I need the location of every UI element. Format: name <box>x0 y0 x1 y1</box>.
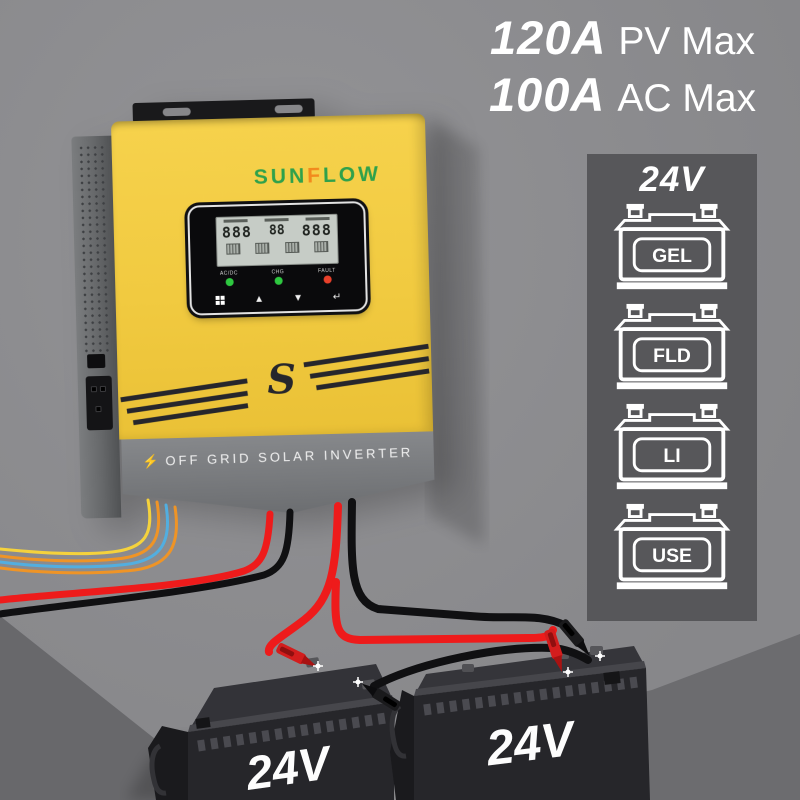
clip-black-battery1 <box>361 683 401 711</box>
battery2-terminal-mid <box>462 664 474 672</box>
led-fault: FAULT <box>311 268 343 285</box>
ac-max-value: 100A <box>488 68 606 121</box>
battery2-voltage-label: 24V <box>482 711 580 776</box>
clip-red-battery2 <box>544 628 563 672</box>
battery1-vents <box>197 712 387 752</box>
battery-type-label: FLD <box>653 345 691 367</box>
terminal-glints <box>313 651 605 687</box>
battery2-terminal-negative <box>590 646 603 655</box>
battery2-vents <box>423 676 639 716</box>
led-acdc: AC/DC <box>213 270 245 287</box>
battery-type-icon-use: USE <box>613 503 731 590</box>
battery1-top <box>188 664 394 732</box>
pv-wires <box>0 498 178 575</box>
panel-voltage-label: 24V <box>639 160 705 199</box>
spec-line-ac: 100A AC Max <box>450 67 795 124</box>
led-acdc-light <box>225 278 234 287</box>
led-indicator-row: AC/DC CHG FAULT <box>191 267 365 288</box>
led-chg-light <box>274 276 283 285</box>
battery-body <box>618 227 726 282</box>
battery-type-label: USE <box>652 545 692 567</box>
battery-type-label: GEL <box>652 245 692 267</box>
battery-compatibility-panel: 24V GEL FLD LI USE <box>587 154 757 621</box>
ac-max-label: AC Max <box>617 77 757 120</box>
inverter-wall-shadow <box>430 120 484 545</box>
clip-black-battery2 <box>558 619 590 656</box>
clip-red-battery1 <box>276 643 317 667</box>
spec-callout: 120A PV Max 100A AC Max <box>450 10 795 124</box>
battery1-handle <box>149 743 167 796</box>
battery2-front <box>414 668 650 800</box>
wire-blue <box>0 503 170 569</box>
wire-orange-1 <box>0 500 161 563</box>
cable-red-to-battery1 <box>264 502 342 656</box>
cable-black-to-left-edge <box>0 508 294 618</box>
cable-black-to-battery2 <box>347 498 570 630</box>
led-fault-light <box>323 275 332 284</box>
solar-inverter: SUNFLOW 888 88 888 AC/DC CHG <box>66 93 439 532</box>
battery1-voltage-label: 24V <box>242 735 337 800</box>
spec-line-pv: 120A PV Max <box>450 10 795 67</box>
wire-yellow <box>0 498 152 556</box>
battery-type-label: LI <box>663 445 680 467</box>
battery-type-icon-gel: GEL <box>613 203 731 290</box>
battery-lid <box>613 213 731 231</box>
battery-type-icon-fld: FLD <box>613 303 731 390</box>
wire-orange-2 <box>0 505 178 575</box>
display-module: 888 88 888 AC/DC CHG FAULT <box>187 201 368 316</box>
led-chg: CHG <box>262 269 294 286</box>
pv-max-label: PV Max <box>618 20 755 63</box>
pv-max-value: 120A <box>490 11 607 64</box>
cable-black-series-link <box>370 643 592 690</box>
battery-type-icon-li: LI <box>613 403 731 490</box>
battery-1: 24V <box>148 657 394 800</box>
battery2-handle <box>389 703 407 759</box>
inverter-front-face: SUNFLOW 888 88 888 AC/DC CHG <box>110 113 434 440</box>
cable-red-to-left-edge <box>0 510 274 604</box>
